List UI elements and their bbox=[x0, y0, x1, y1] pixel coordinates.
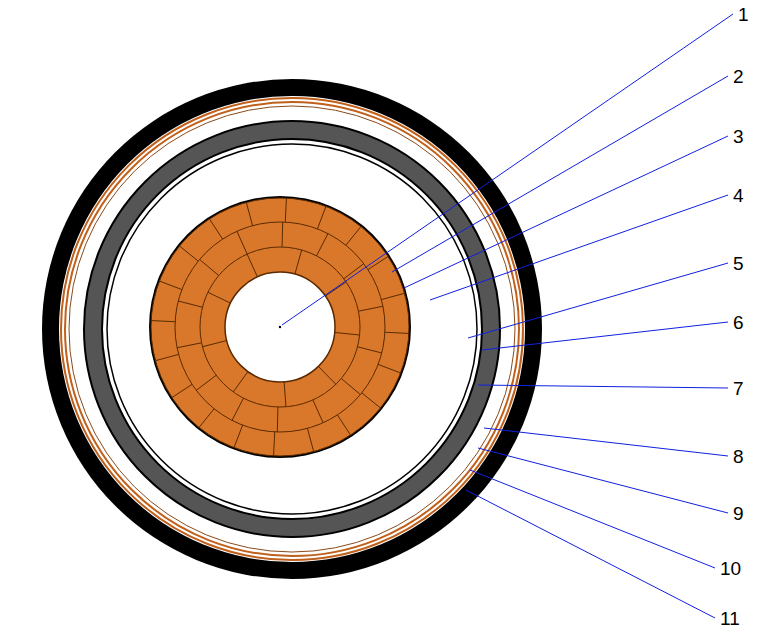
segment-line bbox=[295, 250, 302, 274]
segment-line bbox=[307, 428, 313, 451]
leader-line bbox=[392, 76, 728, 272]
segment-line bbox=[358, 306, 383, 311]
segment-line bbox=[346, 227, 361, 246]
callout-number: 4 bbox=[733, 186, 744, 205]
segment-line bbox=[318, 366, 335, 384]
semiconductive-layer bbox=[84, 121, 500, 537]
callout-number: 9 bbox=[733, 504, 744, 523]
segment-line bbox=[325, 282, 346, 296]
segment-line bbox=[381, 293, 404, 299]
segment-line bbox=[277, 407, 279, 432]
segment-line bbox=[282, 222, 284, 247]
segment-line bbox=[232, 398, 243, 420]
leader-line bbox=[282, 14, 733, 325]
copper-tape bbox=[65, 102, 519, 556]
segment-line bbox=[209, 219, 222, 239]
leader-lines bbox=[282, 14, 733, 618]
leader-line bbox=[478, 448, 728, 513]
conductor bbox=[151, 198, 409, 456]
callout-number: 1 bbox=[738, 5, 749, 24]
callout-number: 8 bbox=[733, 447, 744, 466]
segment-line bbox=[313, 400, 323, 423]
segment-line bbox=[317, 206, 326, 228]
segment-line bbox=[317, 234, 328, 256]
segment-line bbox=[358, 347, 382, 353]
segment-line bbox=[237, 231, 247, 254]
copper-tape bbox=[69, 106, 515, 552]
segment-line bbox=[233, 372, 248, 392]
segment-line bbox=[246, 202, 252, 225]
callout-number: 10 bbox=[720, 559, 741, 578]
conductor-layer bbox=[175, 222, 385, 432]
conductor-segments bbox=[151, 198, 409, 456]
outer-sheath bbox=[42, 79, 542, 579]
leader-line bbox=[466, 490, 715, 618]
insulation bbox=[107, 144, 477, 514]
segment-line bbox=[200, 259, 219, 275]
segment-line bbox=[247, 254, 257, 277]
segment-line bbox=[159, 281, 181, 290]
leader-line bbox=[478, 385, 728, 388]
segment-line bbox=[385, 332, 409, 333]
segment-line bbox=[202, 341, 226, 347]
leader-line bbox=[484, 428, 728, 456]
segment-line bbox=[284, 382, 286, 407]
segment-line bbox=[199, 409, 214, 428]
segment-line bbox=[234, 425, 243, 447]
segment-line bbox=[274, 432, 275, 456]
central-duct bbox=[225, 272, 335, 382]
segment-line bbox=[285, 198, 286, 222]
segment-line bbox=[172, 384, 192, 397]
segment-line bbox=[335, 332, 360, 334]
leader-line bbox=[470, 470, 715, 568]
callout-number: 6 bbox=[733, 313, 744, 332]
callout-number: 2 bbox=[733, 67, 744, 86]
segment-line bbox=[208, 292, 231, 303]
segment-line bbox=[378, 364, 400, 373]
center-dot bbox=[279, 326, 281, 328]
segment-line bbox=[155, 354, 178, 360]
segment-line bbox=[337, 415, 350, 435]
segment-line bbox=[178, 301, 202, 307]
conductor-layer bbox=[200, 247, 360, 407]
insulation-screen bbox=[102, 139, 482, 519]
leader-line bbox=[430, 195, 728, 300]
callout-number: 11 bbox=[720, 609, 740, 628]
callout-number: 7 bbox=[733, 379, 744, 398]
segment-line bbox=[180, 246, 199, 261]
segment-line bbox=[177, 343, 202, 348]
conductor-screen bbox=[149, 196, 411, 458]
copper-tape bbox=[61, 98, 523, 560]
sheath-inner bbox=[59, 96, 525, 562]
segment-line bbox=[196, 375, 216, 390]
leader-line bbox=[482, 322, 728, 350]
segment-line bbox=[362, 393, 381, 408]
segment-line bbox=[151, 321, 175, 322]
callout-number: 3 bbox=[733, 127, 744, 146]
callout-number: 5 bbox=[733, 254, 744, 273]
segment-line bbox=[341, 378, 360, 394]
